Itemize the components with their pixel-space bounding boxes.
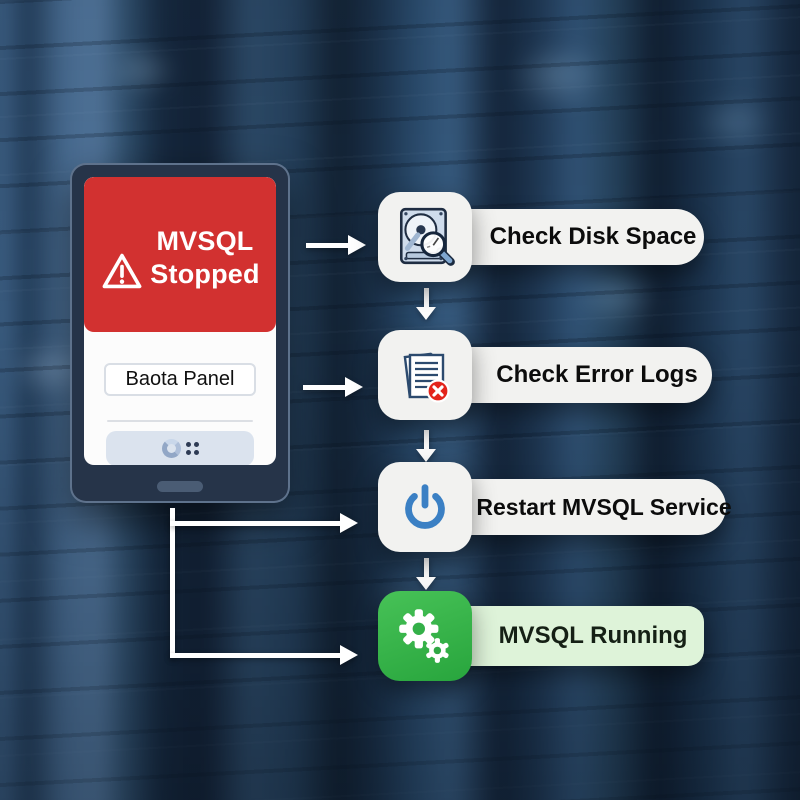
arrow-step3-to-step4 [416,558,436,590]
screen-divider [107,420,253,422]
arrow-step1-to-step2 [416,288,436,320]
step-label-pill: Restart MVSQL Service [438,479,732,535]
disk-magnifier-icon [378,192,472,282]
home-indicator [157,481,203,492]
alert-line2: Stopped [150,259,260,290]
step-restart-service: Restart MVSQL Service [378,462,798,552]
error-document-icon [378,330,472,420]
arrow-step2-to-step3 [416,430,436,462]
tablet-device: MVSQL Stopped Baota Panel [70,163,290,503]
step-label-pill: Check Disk Space [438,209,704,265]
step-check-disk-space: Check Disk Space [378,192,798,282]
arrow-device-to-running [170,645,358,665]
dot-grid-icon [185,442,199,455]
tablet-screen: MVSQL Stopped Baota Panel [84,177,276,465]
step-label-pill: Check Error Logs [438,347,712,403]
arrow-device-to-restart [170,513,358,533]
gears-icon [378,591,472,681]
alert-line1: MVSQL [156,226,254,256]
step-label-pill: MVSQL Running [438,606,704,666]
spinner-donut-icon [161,439,181,458]
panel-action-button [106,431,254,465]
step-label: Check Error Logs [496,361,698,388]
panel-name-box: Baota Panel [104,363,256,396]
alert-text: MVSQL Stopped [140,225,270,291]
step-label: Restart MVSQL Service [476,493,732,520]
panel-name-label: Baota Panel [125,368,235,390]
arrow-device-to-check-disk [306,235,366,255]
step-label: Check Disk Space [489,223,697,250]
warning-triangle-icon [102,253,142,289]
connector-device-down-line [170,508,175,658]
step-mvsql-running: MVSQL Running [378,591,798,681]
arrow-device-to-check-logs [303,377,363,397]
step-check-error-logs: Check Error Logs [378,330,798,420]
step-label: MVSQL Running [498,622,688,649]
alert-banner: MVSQL Stopped [84,177,276,332]
power-icon [378,462,472,552]
